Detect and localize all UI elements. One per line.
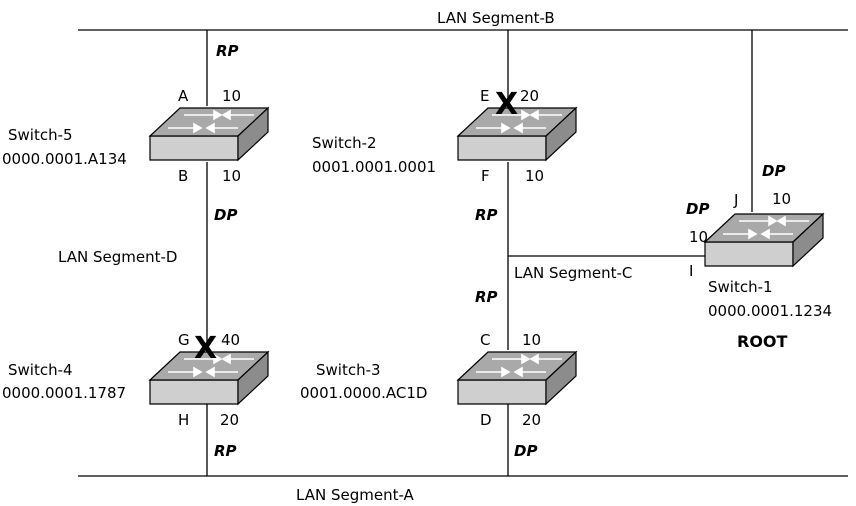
port-f-cost: 10 [525,167,544,185]
lan-segment-c-label: LAN Segment-C [514,264,632,282]
port-d-role: DP [514,442,537,460]
switch-1-root-badge: ROOT [737,332,788,351]
switch-1-name: Switch-1 [708,278,773,296]
port-e-cost: 20 [520,87,539,105]
switch-2-name: Switch-2 [312,134,377,152]
port-c-role: RP [475,288,498,306]
port-e-letter: E [480,87,489,105]
switch-4-name: Switch-4 [8,361,73,379]
port-a-letter: A [178,87,189,105]
switch-5-name: Switch-5 [8,126,73,144]
port-d-letter: D [480,411,492,429]
port-b-role: DP [214,206,237,224]
port-d-cost: 20 [522,411,541,429]
switch-3-id: 0001.0000.AC1D [300,384,427,402]
port-i-letter: I [689,262,693,280]
port-h-role: RP [214,442,237,460]
switch-5-id: 0000.0001.A134 [2,150,127,168]
port-b-cost: 10 [222,167,241,185]
switch-2-id: 0001.0001.0001 [312,158,436,176]
switch-3-icon [457,351,577,405]
switch-5-icon [149,107,269,161]
lan-segment-d-label: LAN Segment-D [58,248,177,266]
lan-segment-b-label: LAN Segment-B [437,9,555,27]
port-h-cost: 20 [220,411,239,429]
port-c-cost: 10 [522,331,541,349]
port-g-cost: 40 [221,331,240,349]
port-c-letter: C [480,331,490,349]
port-b-letter: B [178,167,188,185]
port-g-blocked-mark: X [194,331,217,366]
port-e-blocked-mark: X [495,87,518,122]
switch-1-icon [704,213,824,267]
port-i-cost: 10 [689,228,708,246]
port-j-letter: J [733,191,738,209]
switch-1-id: 0000.0001.1234 [708,302,832,320]
switch-4-id: 0000.0001.1787 [2,384,126,402]
port-f-letter: F [481,167,490,185]
port-i-role: DP [686,200,709,218]
port-a-role: RP [216,42,239,60]
lan-segment-a-label: LAN Segment-A [296,486,415,504]
port-h-letter: H [178,411,189,429]
port-j-role: DP [762,162,785,180]
switch-3-name: Switch-3 [316,361,381,379]
port-g-letter: G [178,331,190,349]
port-a-cost: 10 [222,87,241,105]
port-j-cost: 10 [772,190,791,208]
port-f-role: RP [475,206,498,224]
